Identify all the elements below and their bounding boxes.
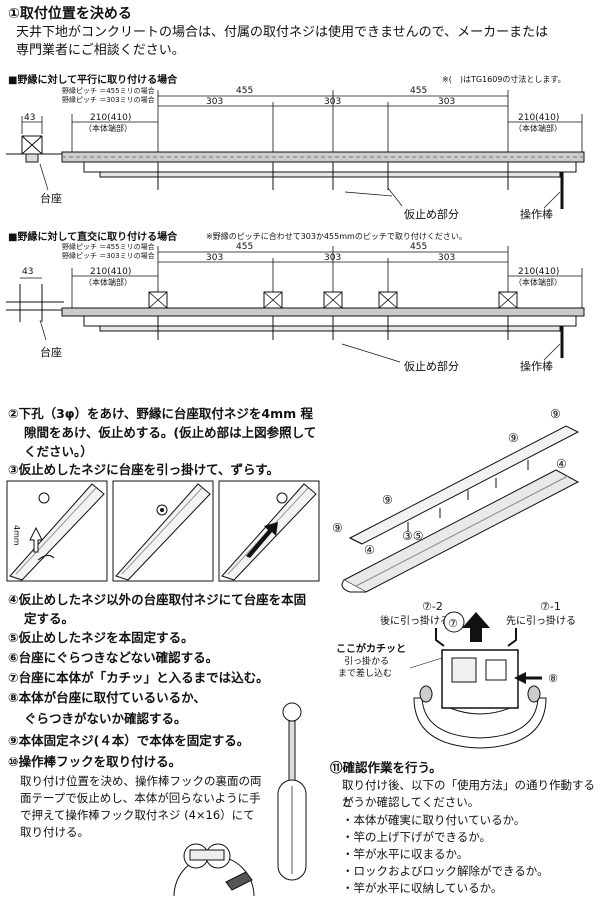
check-item-4: ・ロックおよびロック解除ができるか。 [342,864,549,878]
step-11: ⑪確認作業を行う。 [330,760,442,775]
dim-43: 43 [22,267,33,277]
label-rod: 操作棒 [520,359,553,373]
label-temp-fix: 仮止め部分 [404,359,459,373]
body-end-right: （本体端部） [514,277,562,287]
hook-front-text: 先に引っ掛ける [506,614,576,627]
step-8-line-1: ⑧本体が台座に取付ているいるか、 [8,690,206,705]
label-8: ⑧ [548,672,558,685]
perpendicular-mounting-diagram: 野縁ピッチ ＝455ミリの場合 野縁ピッチ ＝303ミリの場合 455 455 … [6,242,585,373]
dim-303-a: 303 [206,97,223,107]
body-end-right: （本体端部） [514,123,562,133]
label-3-5: ③⑤ [402,529,424,543]
hook-front-number: ⑦-1 [540,600,561,613]
dim-303-c: 303 [438,253,455,263]
label-9-top: ⑨ [550,407,561,421]
click-text-1: ここがカチッと [336,642,406,655]
step-11-note-2: どうか確認してください。 [342,795,480,809]
dim-end-left: 210(410) [90,267,131,277]
cross-section-illustration: ⑦-2 後に引っ掛ける ⑦-1 先に引っ掛ける ここがカチッと 引っ掛かる まで… [336,600,576,749]
click-text-2: 引っ掛かる [344,655,389,667]
rod-hook-illustration [173,843,255,897]
dim-end-left: 210(410) [90,113,131,123]
label-temp-fix: 仮止め部分 [404,207,459,221]
step-2-line-1: ②下孔（3φ）をあけ、野縁に台座取付ネジを4mm 程 [8,406,314,421]
hook-back-number: ⑦-2 [422,600,443,613]
intro-line-2: 専門業者にご相談ください。 [16,43,185,58]
step-8-line-2: ぐらつきがないか確認する。 [24,711,187,726]
intro-line-1: 天井下地がコンクリートの場合は、付属の取付ネジは使用できませんので、メーカーまた… [16,25,549,40]
pitch-303-label: 野縁ピッチ ＝303ミリの場合 [62,251,155,260]
slide-base-illustration: 4mm [6,480,320,582]
operating-rod-illustration [277,702,307,881]
dim-303-a: 303 [206,253,223,263]
pitch-303-label: 野縁ピッチ ＝303ミリの場合 [62,95,155,104]
step-6: ⑥台座にぐらつきなどない確認する。 [8,650,219,665]
step-10-note-1: 取り付け位置を決め、操作棒フックの裏面の両 [20,774,262,788]
step-4-line-1: ④仮止めしたネジ以外の台座取付ネジにて台座を本固 [8,592,307,607]
label-7: ⑦ [448,617,458,630]
check-item-3: ・竿が水平に収まるか。 [342,847,469,861]
dim-end-right: 210(410) [518,267,559,277]
body-end-left: （本体端部） [84,123,132,133]
check-item-2: ・竿の上げ下げができるか。 [342,830,492,844]
perpendicular-title: ■野縁に対して直交に取り付ける場合 [8,232,178,243]
label-9-left: ⑨ [332,521,343,535]
dim-455-b: 455 [410,86,427,96]
label-rod: 操作棒 [520,207,553,221]
step-10-note-2: 面テープで仮止めし、本体が回らないように手 [20,791,261,805]
dim-455-a: 455 [236,242,253,252]
dim-303-c: 303 [438,97,455,107]
hook-back-text: 後に引っ掛ける [380,614,450,627]
label-4-right: ④ [556,457,567,471]
product-exploded-illustration: ⑨ ⑨ ⑨ ⑨ ④ ④ ③⑤ [332,407,580,593]
dim-455-a: 455 [236,86,253,96]
step-4-line-2: 定する。 [24,611,75,626]
label-4-left: ④ [364,543,375,557]
label-9-middle: ⑨ [382,493,393,507]
step-2-line-2: 隙間をあけ、仮止めする。(仮止め部は上図参照して [24,425,317,440]
section-title-position: ①取付位置を決める [8,6,132,22]
label-9-right: ⑨ [508,431,519,445]
check-item-1: ・本体が確実に取り付いているか。 [342,813,526,827]
step-10-note-3: で押えて操作棒フック取付ネジ (4×16）にて [20,808,255,822]
parallel-title: ■野縁に対して平行に取り付ける場合 [8,75,178,86]
step-10: ⑩操作棒フックを取り付ける。 [8,754,182,769]
dim-303-b: 303 [324,97,341,107]
perpendicular-note: ※野縁のピッチに合わせて303か455mmのピッチで取り付けください。 [206,232,467,241]
pitch-455-label: 野縁ピッチ ＝455ミリの場合 [62,86,155,95]
body-end-left: （本体端部） [84,277,132,287]
dim-455-b: 455 [410,242,427,252]
step-10-note-4: 取り付ける。 [20,825,89,839]
step-5: ⑤仮止めしたネジを本固定する。 [8,630,194,645]
parallel-note: ※( )はTG1609の寸法とします。 [442,75,566,84]
dim-303-b: 303 [324,253,341,263]
dim-43: 43 [24,113,35,123]
gap-label: 4mm [12,525,21,546]
dim-end-right: 210(410) [518,113,559,123]
click-text-3: まで差し込む [338,667,392,679]
step-11-note-1: 取り付け後、以下の「使用方法」の通り作動するか [342,778,595,809]
step-3: ③仮止めしたネジに台座を引っ掛けて、ずらす。 [8,462,279,477]
step-2-line-3: ください。） [24,444,93,459]
parallel-mounting-diagram: 野縁ピッチ ＝455ミリの場合 野縁ピッチ ＝303ミリの場合 455 455 … [6,86,585,221]
step-7: ⑦台座に本体が「カチッ」と入るまでは込む。 [8,670,269,685]
label-base: 台座 [40,191,62,205]
step-9: ⑨本体固定ネジ(４本）で本体を固定する。 [8,733,250,748]
pitch-455-label: 野縁ピッチ ＝455ミリの場合 [62,242,155,251]
check-item-5: ・竿が水平に収納しているか。 [342,881,503,895]
label-base: 台座 [40,345,62,359]
